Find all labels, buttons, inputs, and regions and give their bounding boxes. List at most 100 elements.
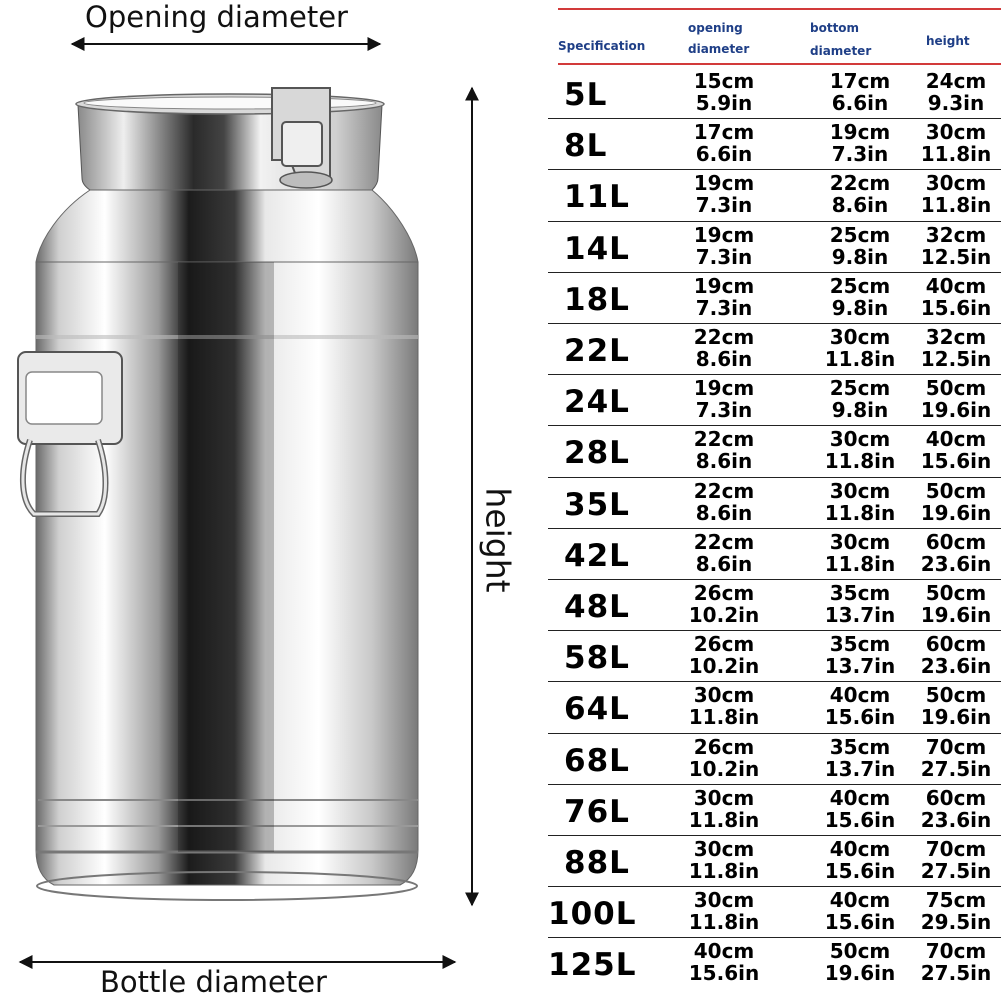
- value-in: 6.6in: [695, 142, 753, 167]
- value-in: 11.8in: [920, 193, 992, 218]
- row-divider: [548, 322, 1001, 324]
- value-in: 15.6in: [824, 910, 896, 935]
- value-in: 15.6in: [824, 705, 896, 730]
- value-cm: 40cm: [925, 273, 987, 298]
- opening-diameter-label: Opening diameter: [85, 0, 348, 34]
- value-in: 7.3in: [695, 398, 753, 423]
- value-cm: 22cm: [829, 171, 891, 196]
- value-cm: 30cm: [925, 171, 987, 196]
- value-in: 11.8in: [824, 551, 896, 576]
- value-cm: 32cm: [925, 222, 987, 247]
- value-cm: 22cm: [693, 325, 755, 349]
- value-in: 7.3in: [831, 142, 889, 167]
- value-cm: 26cm: [693, 581, 755, 605]
- value-in: 15.6in: [920, 449, 992, 474]
- row-divider: [548, 271, 1001, 273]
- milk-can-illustration: [17, 37, 479, 969]
- capacity-cell: 28L: [564, 435, 630, 472]
- value-in: 9.3in: [927, 91, 985, 115]
- capacity-cell: 14L: [564, 230, 630, 267]
- value-in: 7.3in: [695, 295, 753, 320]
- value-cm: 30cm: [829, 427, 891, 452]
- value-cm: 30cm: [693, 683, 755, 708]
- value-in: 23.6in: [920, 551, 992, 576]
- bottle-diameter-label: Bottle diameter: [100, 965, 327, 999]
- value-in: 8.6in: [695, 500, 753, 525]
- row-divider: [548, 476, 1001, 478]
- value-in: 23.6in: [920, 654, 992, 679]
- row-divider: [548, 527, 1001, 529]
- value-cm: 30cm: [693, 837, 755, 861]
- value-cm: 30cm: [693, 888, 755, 913]
- capacity-cell: 58L: [564, 640, 630, 677]
- value-cm: 50cm: [925, 581, 987, 605]
- value-in: 9.8in: [831, 295, 889, 320]
- value-cm: 19cm: [693, 376, 755, 401]
- value-cm: 50cm: [925, 376, 987, 401]
- header-opening-line1: opening: [688, 21, 743, 35]
- value-cm: 60cm: [925, 632, 987, 657]
- value-cm: 17cm: [693, 120, 755, 145]
- header-bottom-line1: bottom: [810, 21, 860, 35]
- value-in: 13.7in: [824, 654, 896, 679]
- value-cm: 24cm: [925, 69, 987, 93]
- value-cm: 30cm: [829, 529, 891, 554]
- value-cm: 50cm: [829, 939, 891, 964]
- value-cm: 50cm: [925, 478, 987, 503]
- header-bottom-rule: [558, 63, 1001, 65]
- value-in: 11.8in: [920, 142, 992, 167]
- capacity-cell: 24L: [564, 384, 630, 421]
- value-in: 13.7in: [824, 603, 896, 627]
- row-divider: [548, 783, 1001, 785]
- value-in: 11.8in: [824, 449, 896, 474]
- capacity-cell: 8L: [564, 128, 608, 165]
- value-in: 5.9in: [695, 91, 753, 115]
- value-in: 11.8in: [688, 807, 760, 832]
- value-cm: 25cm: [829, 273, 891, 298]
- value-in: 19.6in: [920, 500, 992, 525]
- value-cm: 25cm: [829, 222, 891, 247]
- value-cm: 19cm: [829, 120, 891, 145]
- capacity-cell: 100L: [548, 896, 637, 933]
- header-height: height: [926, 34, 970, 48]
- value-in: 11.8in: [824, 347, 896, 371]
- value-in: 12.5in: [920, 347, 992, 371]
